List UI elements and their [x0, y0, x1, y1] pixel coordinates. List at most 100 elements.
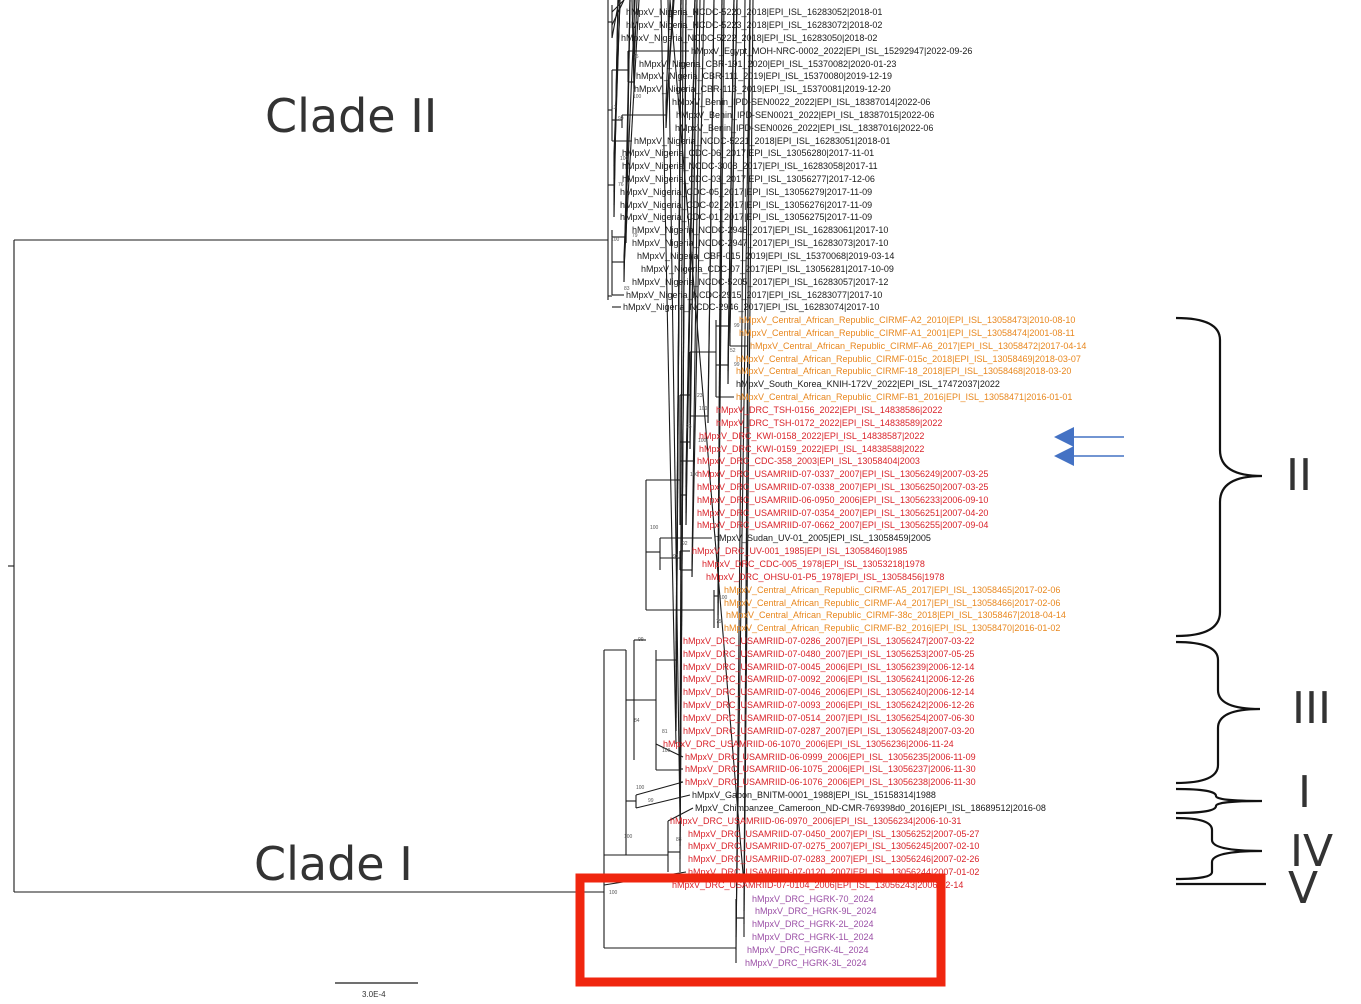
leaf-label: hMpxV_Nigeria_NCDC-5222_2018|EPI_ISL_162… — [621, 33, 877, 43]
leaf-label: hMpxV_DRC_USAMRIID-07-0514_2007|EPI_ISL_… — [683, 713, 974, 723]
leaf-label: hMpxV_DRC_OHSU-01-P5_1978|EPI_ISL_130584… — [706, 572, 944, 582]
leaf-label: hMpxV_DRC_HGRK-3L_2024 — [745, 958, 867, 968]
tree-branch — [623, 0, 631, 283]
bootstrap-value: 100 — [624, 834, 633, 840]
leaf-label: hMpxV_DRC_HGRK-2L_2024 — [752, 919, 874, 929]
leaf-labels: hMpxV_Nigeria_NCDC-5220_2018|EPI_ISL_162… — [620, 7, 1086, 968]
bootstrap-value: 100 — [699, 406, 708, 412]
leaf-label: hMpxV_Gabon_BNITM-0001_1988|EPI_ISL_1515… — [692, 790, 936, 800]
leaf-label: hMpxV_DRC_UV-001_1985|EPI_ISL_13058460|1… — [692, 546, 907, 556]
bootstrap-value: 100 — [690, 472, 699, 478]
leaf-label: hMpxV_Central_African_Republic_CIRMF-A4_… — [724, 598, 1060, 608]
bootstrap-value: 88 — [676, 837, 682, 843]
leaf-label: hMpxV_Nigeria_CBR-191_2020|EPI_ISL_15370… — [639, 59, 896, 69]
tree-branch — [675, 0, 682, 732]
leaf-label: hMpxV_Central_African_Republic_CIRMF-015… — [736, 354, 1081, 364]
tree-branch — [727, 0, 735, 385]
bootstrap-value: 99 — [648, 798, 654, 804]
leaf-label: hMpxV_DRC_USAMRIID-06-1070_2006|EPI_ISL_… — [663, 739, 954, 749]
leaf-label: hMpxV_Nigeria_NCDC-5223_2018|EPI_ISL_162… — [626, 20, 882, 30]
tree-branch — [689, 0, 698, 450]
tree-branch — [655, 743, 684, 758]
leaf-label: hMpxV_Benin_IPD-SEN0026_2022|EPI_ISL_183… — [675, 123, 933, 133]
bootstrap-value: 99 — [734, 323, 740, 329]
leaf-label: hMpxV_DRC_USAMRIID-07-0338_2007|EPI_ISL_… — [697, 482, 988, 492]
highlight-box — [575, 873, 946, 987]
leaf-label: hMpxV_Nigeria_NCDC-3008_2017|EPI_ISL_162… — [622, 161, 878, 171]
bootstrap-value: 91 — [673, 554, 679, 560]
bootstrap-value: 13 — [611, 105, 617, 111]
leaf-label: hMpxV_DRC_USAMRIID-07-0286_2007|EPI_ISL_… — [683, 636, 974, 646]
tree-branch — [743, 0, 751, 925]
leaf-label: hMpxV_DRC_CDC-005_1978|EPI_ISL_13053218|… — [702, 559, 925, 569]
tree-branch — [613, 0, 619, 218]
leaf-label: hMpxV_Central_African_Republic_CIRMF-A5_… — [724, 585, 1060, 595]
subclade-i-label: I — [1298, 767, 1311, 818]
leaf-label: hMpxV_Egypt_MOH-NRC-0002_2022|EPI_ISL_15… — [691, 46, 972, 56]
leaf-label: hMpxV_Nigeria_NCDC-2915_2017|EPI_ISL_162… — [626, 290, 882, 300]
bootstrap-value: 100 — [633, 94, 642, 100]
bootstrap-value: 84 — [634, 718, 640, 724]
leaf-label: hMpxV_Central_African_Republic_CIRMF-A6_… — [750, 341, 1086, 351]
leaf-label: hMpxV_Nigeria_CDC-02_2017|EPI_ISL_130562… — [620, 200, 872, 210]
leaf-label: hMpxV_Central_African_Republic_CIRMF-38c… — [726, 610, 1066, 620]
leaf-label: hMpxV_DRC_HGRK-9L_2024 — [755, 906, 877, 916]
leaf-label: hMpxV_DRC_USAMRIID-07-0104_2006|EPI_ISL_… — [672, 880, 963, 890]
clade-i-title: Clade I — [254, 837, 413, 891]
bootstrap-value: 99 — [734, 362, 740, 368]
leaf-label: hMpxV_Nigeria_CDC-07_2017|EPI_ISL_130562… — [641, 264, 894, 274]
bootstrap-value: 100 — [611, 237, 620, 243]
leaf-label: hMpxV_Nigeria_NCDC-5205_2017|EPI_ISL_162… — [632, 277, 888, 287]
leaf-label: hMpxV_DRC_USAMRIID-06-0950_2006|EPI_ISL_… — [697, 495, 988, 505]
leaf-label: hMpxV_DRC_USAMRIID-07-0045_2006|EPI_ISL_… — [683, 662, 974, 672]
bootstrap-value: 93 — [686, 424, 692, 430]
tree-branch — [735, 0, 751, 938]
leaf-label: hMpxV_DRC_HGRK-70_2024 — [752, 894, 874, 904]
bootstrap-value: 92 — [682, 541, 688, 547]
leaf-label: MpxV_Chimpanzee_Cameroon_ND-CMR-769398d0… — [695, 803, 1046, 813]
leaf-label: hMpxV_Central_African_Republic_CIRMF-18_… — [736, 366, 1071, 376]
leaf-label: hMpxV_DRC_USAMRIID-07-0662_2007|EPI_ISL_… — [697, 520, 988, 530]
leaf-label: hMpxV_DRC_USAMRIID-07-0354_2007|EPI_ISL_… — [697, 508, 988, 518]
bootstrap-value: 99 — [638, 637, 644, 643]
leaf-label: hMpxV_DRC_CDC-358_2003|EPI_ISL_13058404|… — [697, 456, 920, 466]
leaf-label: hMpxV_Benin_IPD-SEN0022_2022|EPI_ISL_183… — [672, 97, 930, 107]
bootstrap-values: 7510013991007610079839952992310093100100… — [609, 54, 740, 896]
leaf-label: hMpxV_DRC_USAMRIID-06-0999_2006|EPI_ISL_… — [685, 752, 976, 762]
blue-arrow-icon — [1054, 446, 1124, 466]
tree-branch — [691, 0, 701, 565]
bootstrap-value: 100 — [719, 595, 728, 601]
tree-branch — [665, 0, 671, 103]
leaf-label: hMpxV_Central_African_Republic_CIRMF-B1_… — [736, 392, 1072, 402]
leaf-label: hMpxV_Nigeria_CDC-03_2017|EPI_ISL_130562… — [622, 174, 875, 184]
leaf-label: hMpxV_DRC_USAMRIID-06-1075_2006|EPI_ISL_… — [685, 764, 976, 774]
leaf-label: hMpxV_Nigeria_CBR-015_2019|EPI_ISL_15370… — [637, 251, 894, 261]
leaf-label: hMpxV_DRC_USAMRIID-07-0287_2007|EPI_ISL_… — [683, 726, 974, 736]
tree-branch — [691, 0, 705, 578]
bootstrap-value: 75 — [716, 619, 722, 625]
leaf-label: hMpxV_DRC_USAMRIID-06-1076_2006|EPI_ISL_… — [685, 777, 976, 787]
tree-branch — [679, 0, 684, 770]
subclade-braces — [1175, 316, 1266, 886]
leaf-label: hMpxV_DRC_USAMRIID-07-0480_2007|EPI_ISL_… — [683, 649, 974, 659]
leaf-label: hMpxV_DRC_USAMRIID-07-0450_2007|EPI_ISL_… — [688, 829, 979, 839]
subclade-iv-label: IV — [1290, 826, 1333, 877]
bootstrap-value: 100 — [636, 785, 645, 791]
bootstrap-value: 100 — [698, 438, 707, 444]
bootstrap-value: 100 — [650, 525, 659, 531]
leaf-label: hMpxV_Central_African_Republic_CIRMF-B2_… — [724, 623, 1060, 633]
bootstrap-value: 100 — [662, 748, 671, 754]
leaf-label: hMpxV_DRC_KWI-0159_2022|EPI_ISL_14838588… — [699, 444, 924, 454]
blue-arrow-icon — [1054, 427, 1124, 447]
leaf-label: hMpxV_Nigeria_NCDC-2947_2017|EPI_ISL_162… — [632, 238, 888, 248]
subclade-v-label: V — [1288, 863, 1318, 914]
bootstrap-value: 100 — [620, 156, 629, 162]
tree-branch — [623, 0, 640, 270]
leaf-label: hMpxV_DRC_USAMRIID-07-0046_2006|EPI_ISL_… — [683, 687, 974, 697]
leaf-label: hMpxV_Nigeria_CDC-05_2017|EPI_ISL_130562… — [620, 187, 872, 197]
leaf-label: hMpxV_Sudan_UV-01_2005|EPI_ISL_13058459|… — [714, 533, 931, 543]
leaf-label: hMpxV_Central_African_Republic_CIRMF-A2_… — [739, 315, 1075, 325]
leaf-label: hMpxV_DRC_USAMRIID-07-0120_2007|EPI_ISL_… — [688, 867, 979, 877]
leaf-label: hMpxV_DRC_HGRK-4L_2024 — [747, 945, 869, 955]
